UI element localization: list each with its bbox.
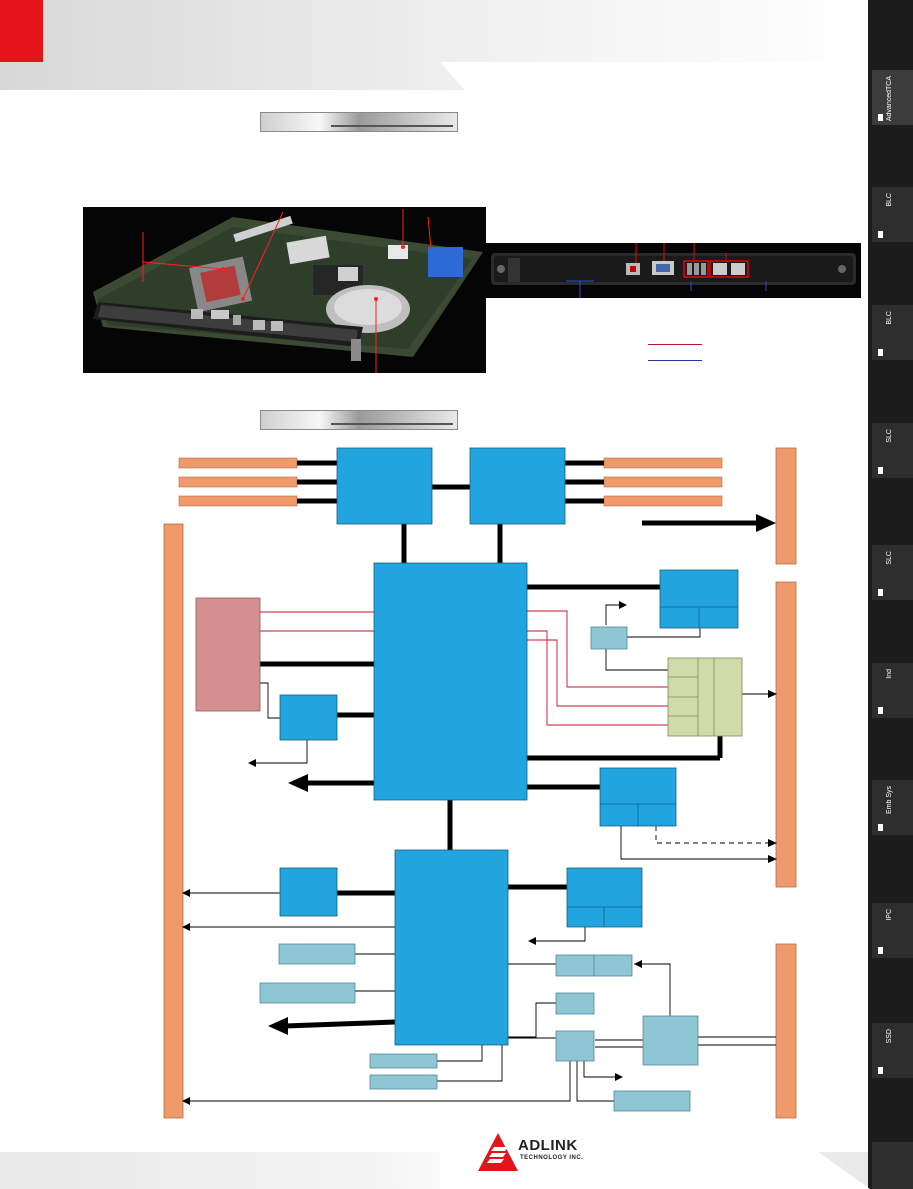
side-tab-marker-icon [878, 947, 883, 954]
management-block [642, 1015, 699, 1066]
memory-strip [178, 476, 298, 488]
memory-strip [178, 457, 298, 469]
side-tab-marker-icon [878, 467, 883, 474]
side-tab-marker-icon [878, 707, 883, 714]
small-chip [555, 1030, 595, 1062]
interface-block [259, 982, 356, 1004]
section-bar-product-photo [260, 112, 458, 132]
side-tab-marker-icon [878, 349, 883, 356]
red-corner-accent [0, 0, 43, 62]
side-tab-4[interactable]: SLC [872, 545, 913, 600]
side-tab-label: AdvancedTCA [886, 76, 893, 122]
memory-controller-block [195, 597, 261, 712]
chipset-block-main [373, 562, 528, 801]
side-tab-5[interactable]: Ind [872, 663, 913, 718]
board-illustration [93, 209, 483, 373]
block-diagram [163, 447, 797, 1119]
adlink-logo: ADLINK TECHNOLOGY INC. [474, 1133, 614, 1173]
side-tab-7[interactable]: IPC [872, 903, 913, 958]
side-tab-label: IPC [886, 909, 893, 921]
side-tab-8[interactable]: SSD [872, 1023, 913, 1078]
faceplate-photo [486, 228, 861, 305]
side-tab-label: SLC [886, 551, 893, 565]
interface-block [369, 1074, 438, 1090]
memory-strip [603, 457, 723, 469]
chip-block [279, 694, 338, 741]
side-tab-marker-icon [878, 114, 883, 121]
side-tab-2[interactable]: BLC [872, 305, 913, 360]
side-tab-marker-icon [878, 824, 883, 831]
side-tab-6[interactable]: Emb Sys [872, 780, 913, 835]
side-tab-marker-icon [878, 589, 883, 596]
side-tab-1[interactable]: BLC [872, 187, 913, 242]
side-tab-label: Emb Sys [886, 786, 893, 815]
right-bus-bottom [775, 943, 797, 1119]
side-tab-0[interactable]: AdvancedTCA [872, 70, 913, 125]
memory-strip [603, 495, 723, 507]
small-chip [590, 626, 628, 650]
interface-block [613, 1090, 691, 1112]
faceplate-illustration [491, 228, 856, 305]
side-tab-label: SLC [886, 429, 893, 443]
chip-block [279, 867, 338, 917]
interface-block [278, 943, 356, 965]
legend-red-line [648, 344, 702, 345]
controller-block [566, 867, 643, 928]
memory-strip [603, 476, 723, 488]
cpu-block-left [336, 447, 433, 525]
adlink-logo-mark-icon [478, 1133, 518, 1171]
section-bar-block-diagram [260, 410, 458, 430]
right-bus-middle [775, 581, 797, 888]
left-bus-bar [163, 523, 184, 1119]
legend-blue-line [648, 360, 702, 361]
logo-wordmark: ADLINK [518, 1137, 578, 1154]
side-tab-footer [872, 1142, 913, 1189]
logo-subtitle: TECHNOLOGY INC. [520, 1155, 584, 1161]
side-tab-label: BLC [886, 193, 893, 207]
side-tab-marker-icon [878, 1067, 883, 1074]
side-tab-label: BLC [886, 311, 893, 325]
chipset-block-south [394, 849, 509, 1046]
side-tab-marker-icon [878, 231, 883, 238]
header-cut [440, 62, 880, 92]
board-photo [83, 207, 486, 373]
side-tab-label: Ind [886, 669, 893, 679]
cpu-block-right [469, 447, 566, 525]
side-tab-label: SSD [886, 1029, 893, 1044]
small-chip [555, 992, 595, 1015]
memory-strip [178, 495, 298, 507]
interface-block [369, 1053, 438, 1069]
side-tab-3[interactable]: SLC [872, 423, 913, 478]
right-bus-top [775, 447, 797, 565]
